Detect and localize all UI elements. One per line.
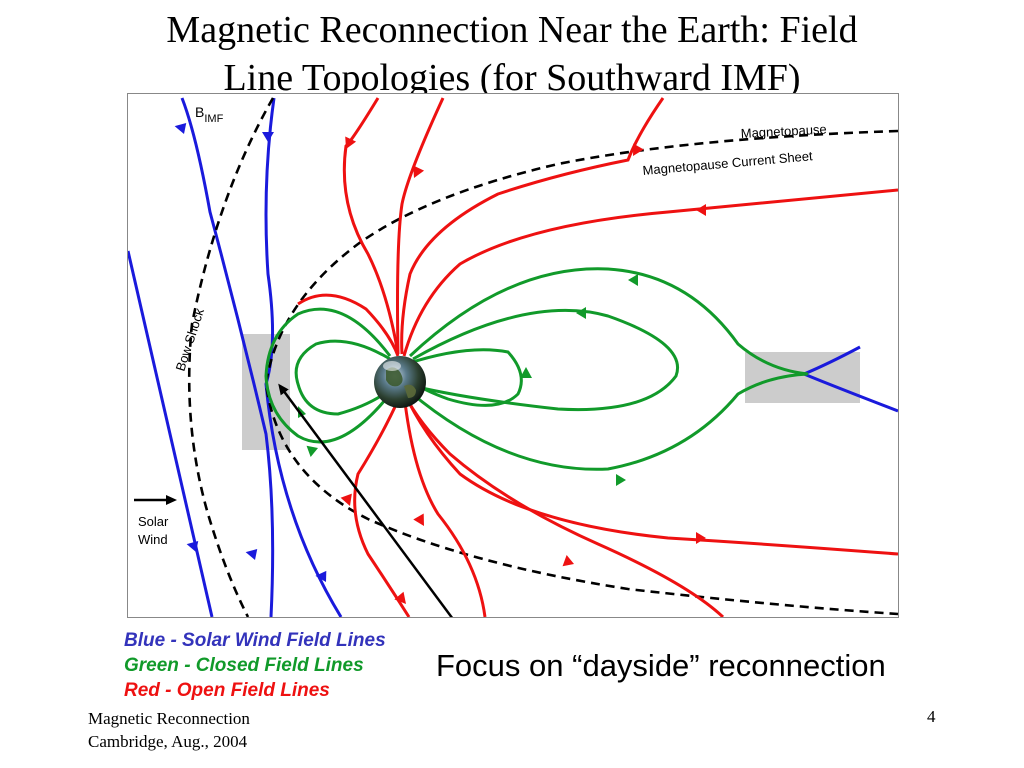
- closed-line-arrows: [298, 274, 638, 486]
- red-line-5: [402, 391, 898, 556]
- magnetosphere-diagram: BIMF Magnetopause Magnetopause Current S…: [127, 93, 899, 618]
- solar-wind-label-line1: Solar: [138, 514, 169, 529]
- open-line-arrows: [340, 136, 706, 604]
- red-line-7: [402, 393, 487, 617]
- red-line-8: [353, 395, 411, 617]
- earth-icon: [374, 356, 426, 408]
- legend-green: Green - Closed Field Lines: [124, 655, 364, 676]
- blue-line-imf: [180, 97, 275, 617]
- red-line-1: [342, 97, 400, 355]
- footer-line-1: Magnetic Reconnection: [88, 709, 250, 728]
- slide-title: Magnetic Reconnection Near the Earth: Fi…: [0, 6, 1024, 102]
- focus-annotation: Focus on “dayside” reconnection: [436, 648, 886, 683]
- red-line-3: [400, 97, 665, 355]
- red-line-4: [402, 188, 898, 357]
- bow-shock-line: [187, 97, 275, 617]
- bow-shock-label: Bow Shock: [173, 306, 208, 373]
- page-number: 4: [927, 707, 936, 726]
- open-field-lines: [297, 97, 898, 617]
- footer-info: Magnetic Reconnection Cambridge, Aug., 2…: [88, 707, 250, 753]
- current-sheet-label: Magnetopause Current Sheet: [642, 148, 814, 178]
- legend-blue: Blue - Solar Wind Field Lines: [124, 630, 386, 651]
- red-line-9: [297, 293, 400, 357]
- red-line-6: [402, 393, 725, 617]
- red-line-2: [396, 97, 445, 355]
- legend-red: Red - Open Field Lines: [124, 680, 330, 701]
- solar-wind-label-line2: Wind: [138, 532, 168, 547]
- solar-wind-arrows: [174, 123, 327, 582]
- green-loop-dayside-outer: [264, 307, 392, 444]
- closed-field-lines: [264, 267, 809, 471]
- green-loop-tail: [408, 267, 809, 471]
- focus-pointer-arrow: [278, 383, 454, 617]
- boundaries: [187, 97, 898, 617]
- magnetopause-label: Magnetopause: [740, 122, 827, 141]
- green-loop-small: [405, 348, 523, 407]
- legend: Blue - Solar Wind Field Lines Green - Cl…: [124, 628, 386, 703]
- magnetopause-line: [264, 129, 898, 616]
- green-loop-medium: [412, 308, 679, 412]
- b-imf-label: BIMF: [195, 104, 224, 125]
- blue-line-outer: [128, 250, 214, 617]
- green-loop-dayside-inner: [294, 339, 391, 416]
- title-line-1: Magnetic Reconnection Near the Earth: Fi…: [166, 9, 858, 51]
- title-line-2: Line Topologies (for Southward IMF): [223, 57, 801, 99]
- diagram-svg: BIMF Magnetopause Magnetopause Current S…: [128, 97, 898, 617]
- footer-line-2: Cambridge, Aug., 2004: [88, 732, 248, 751]
